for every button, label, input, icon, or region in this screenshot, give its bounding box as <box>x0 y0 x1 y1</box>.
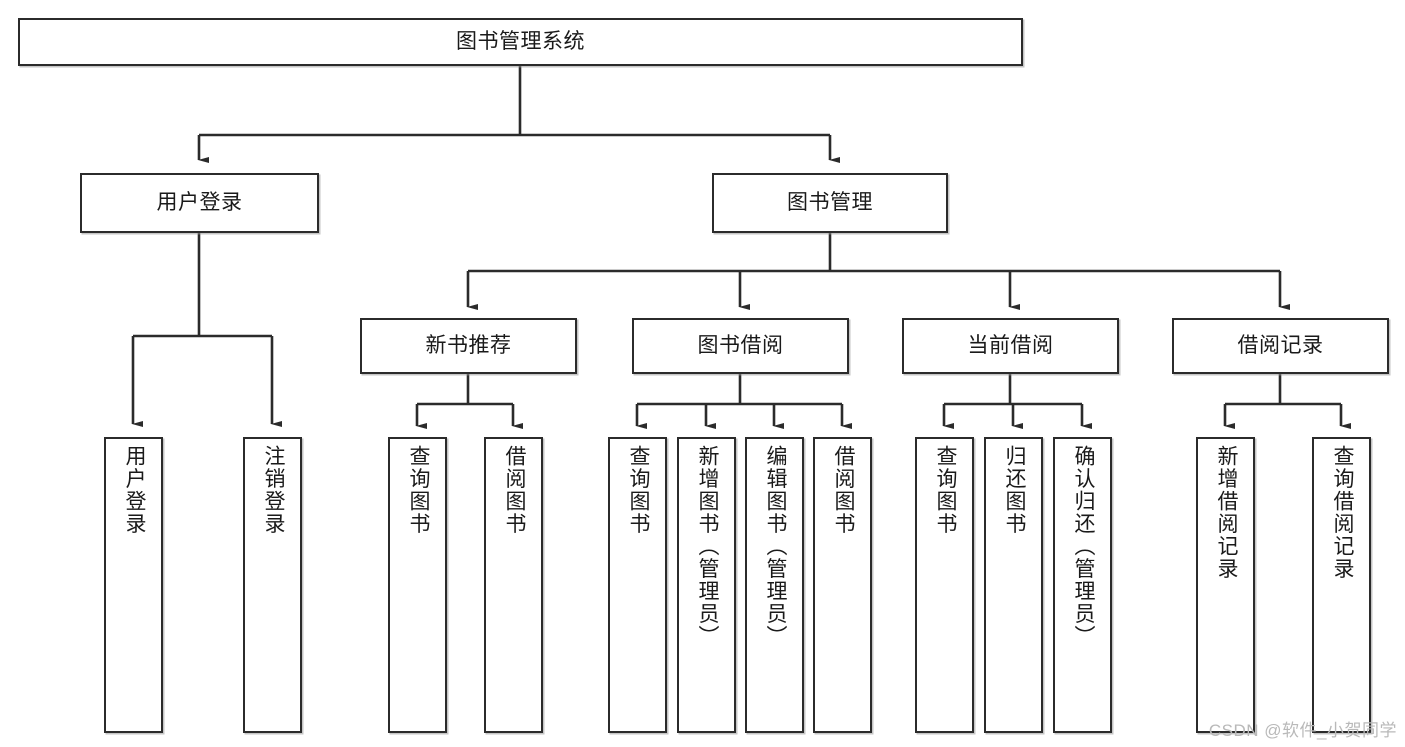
node-book-borrow[interactable]: 图书借阅 <box>632 318 849 374</box>
node-label: 用户登录 <box>156 191 243 215</box>
leaf-borrow-record-query[interactable]: 查询借阅记录 <box>1312 437 1371 733</box>
node-label: 编辑图书（管理员） <box>763 445 787 648</box>
node-user-login[interactable]: 用户登录 <box>80 173 319 233</box>
node-book-management[interactable]: 图书管理 <box>712 173 948 233</box>
node-label: 图书管理 <box>787 191 873 215</box>
node-label: 借阅记录 <box>1237 334 1324 358</box>
node-label: 归还图书 <box>1002 445 1026 535</box>
leaf-new-book-borrow[interactable]: 借阅图书 <box>484 437 543 733</box>
watermark-text: CSDN @软件_小贺同学 <box>1208 721 1397 740</box>
node-borrow-record[interactable]: 借阅记录 <box>1172 318 1389 374</box>
node-label: 新书推荐 <box>425 334 512 358</box>
node-label: 借阅图书 <box>831 445 855 535</box>
node-current-borrow[interactable]: 当前借阅 <box>902 318 1119 374</box>
node-label: 当前借阅 <box>967 334 1054 358</box>
leaf-current-borrow-return[interactable]: 归还图书 <box>984 437 1043 733</box>
leaf-current-borrow-query[interactable]: 查询图书 <box>915 437 974 733</box>
node-root-system[interactable]: 图书管理系统 <box>18 18 1023 66</box>
node-label: 查询图书 <box>406 445 430 535</box>
node-label: 确认归还（管理员） <box>1071 445 1095 648</box>
leaf-book-borrow-edit[interactable]: 编辑图书（管理员） <box>745 437 804 733</box>
leaf-book-borrow-query[interactable]: 查询图书 <box>608 437 667 733</box>
leaf-user-login-logout[interactable]: 注销登录 <box>243 437 302 733</box>
node-label: 查询图书 <box>626 445 650 535</box>
leaf-current-borrow-confirm-return[interactable]: 确认归还（管理员） <box>1053 437 1112 733</box>
leaf-book-borrow-add[interactable]: 新增图书（管理员） <box>677 437 736 733</box>
leaf-book-borrow-borrow[interactable]: 借阅图书 <box>813 437 872 733</box>
node-label: 图书借阅 <box>697 334 784 358</box>
node-label: 用户登录 <box>122 445 146 535</box>
leaf-new-book-query[interactable]: 查询图书 <box>388 437 447 733</box>
node-label: 新增借阅记录 <box>1214 445 1238 580</box>
leaf-user-login-login[interactable]: 用户登录 <box>104 437 163 733</box>
leaf-borrow-record-add[interactable]: 新增借阅记录 <box>1196 437 1255 733</box>
node-new-book-recommend[interactable]: 新书推荐 <box>360 318 577 374</box>
node-label: 查询图书 <box>933 445 957 535</box>
node-label: 借阅图书 <box>502 445 526 535</box>
node-label: 图书管理系统 <box>456 30 585 54</box>
node-label: 新增图书（管理员） <box>695 445 719 648</box>
node-label: 查询借阅记录 <box>1330 445 1354 580</box>
node-label: 注销登录 <box>261 445 285 535</box>
